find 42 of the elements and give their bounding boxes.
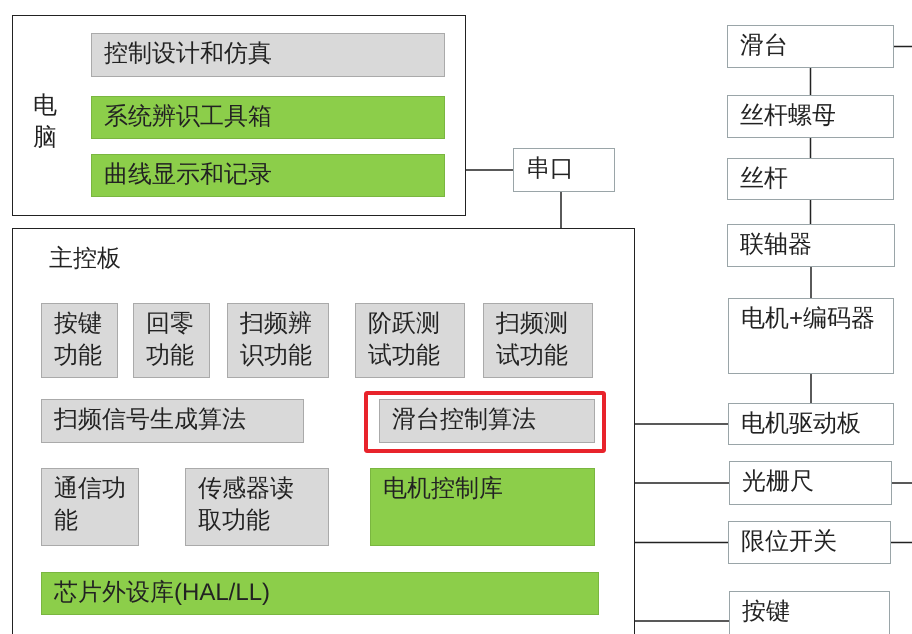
component-box: 按键 xyxy=(729,591,890,634)
port-box: 串口 xyxy=(513,148,615,192)
component-box: 联轴器 xyxy=(727,224,895,267)
algorithm-box: 滑台控制算法 xyxy=(379,399,595,443)
component-box: 电机+编码器 xyxy=(728,298,894,374)
function-box: 曲线显示和记录 xyxy=(91,154,445,197)
function-box: 按键功能 xyxy=(41,303,118,378)
component-box: 丝杆 xyxy=(727,158,894,200)
connector-line xyxy=(635,482,729,484)
board-panel xyxy=(12,228,635,634)
connector-line xyxy=(810,200,812,224)
connector-line xyxy=(810,267,812,298)
function-box: 回零功能 xyxy=(133,303,210,378)
function-box: 控制设计和仿真 xyxy=(91,33,445,77)
connector-line xyxy=(466,169,513,171)
connector-line xyxy=(892,482,912,484)
toolbox-box: 系统辨识工具箱 xyxy=(91,96,445,139)
function-box: 扫频辨识功能 xyxy=(227,303,329,378)
connector-line xyxy=(635,620,729,622)
component-box: 滑台 xyxy=(727,25,894,68)
component-box: 光栅尺 xyxy=(729,461,892,505)
function-box: 阶跃测试功能 xyxy=(355,303,465,378)
computer-panel xyxy=(12,15,466,216)
library-box: 电机控制库 xyxy=(370,468,595,546)
function-box: 传感器读取功能 xyxy=(185,468,329,546)
component-box: 电机驱动板 xyxy=(728,403,894,445)
component-box: 丝杆螺母 xyxy=(727,95,894,138)
connector-line xyxy=(894,46,912,48)
connector-line xyxy=(810,68,812,95)
connector-line xyxy=(810,374,812,403)
connector-line xyxy=(810,138,812,158)
panel-heading: 主控板 xyxy=(49,244,121,274)
function-box: 通信功能 xyxy=(41,468,139,546)
connector-line xyxy=(560,192,562,228)
connector-line xyxy=(635,423,728,425)
connector-line xyxy=(635,542,728,544)
function-box: 扫频测试功能 xyxy=(483,303,593,378)
connector-line xyxy=(891,542,912,544)
component-box: 限位开关 xyxy=(728,521,891,564)
algorithm-box: 扫频信号生成算法 xyxy=(41,399,304,443)
panel-label: 电脑 xyxy=(33,91,58,153)
library-box: 芯片外设库(HAL/LL) xyxy=(41,572,599,615)
